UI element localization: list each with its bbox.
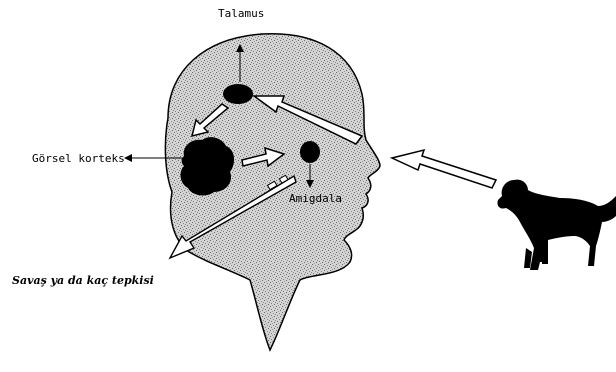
thalamus-structure [223, 84, 253, 104]
thalamus-label: Talamus [218, 7, 264, 20]
cortex-pointer-head [124, 154, 132, 162]
amygdala-structure [300, 141, 320, 163]
dog-silhouette [497, 180, 616, 270]
visual-cortex-label: Görsel korteks [32, 152, 125, 165]
response-label: Savaş ya da kaç tepkisi [12, 274, 154, 287]
amygdala-label: Amigdala [289, 192, 342, 205]
dog-to-eye-arrow [392, 150, 496, 188]
